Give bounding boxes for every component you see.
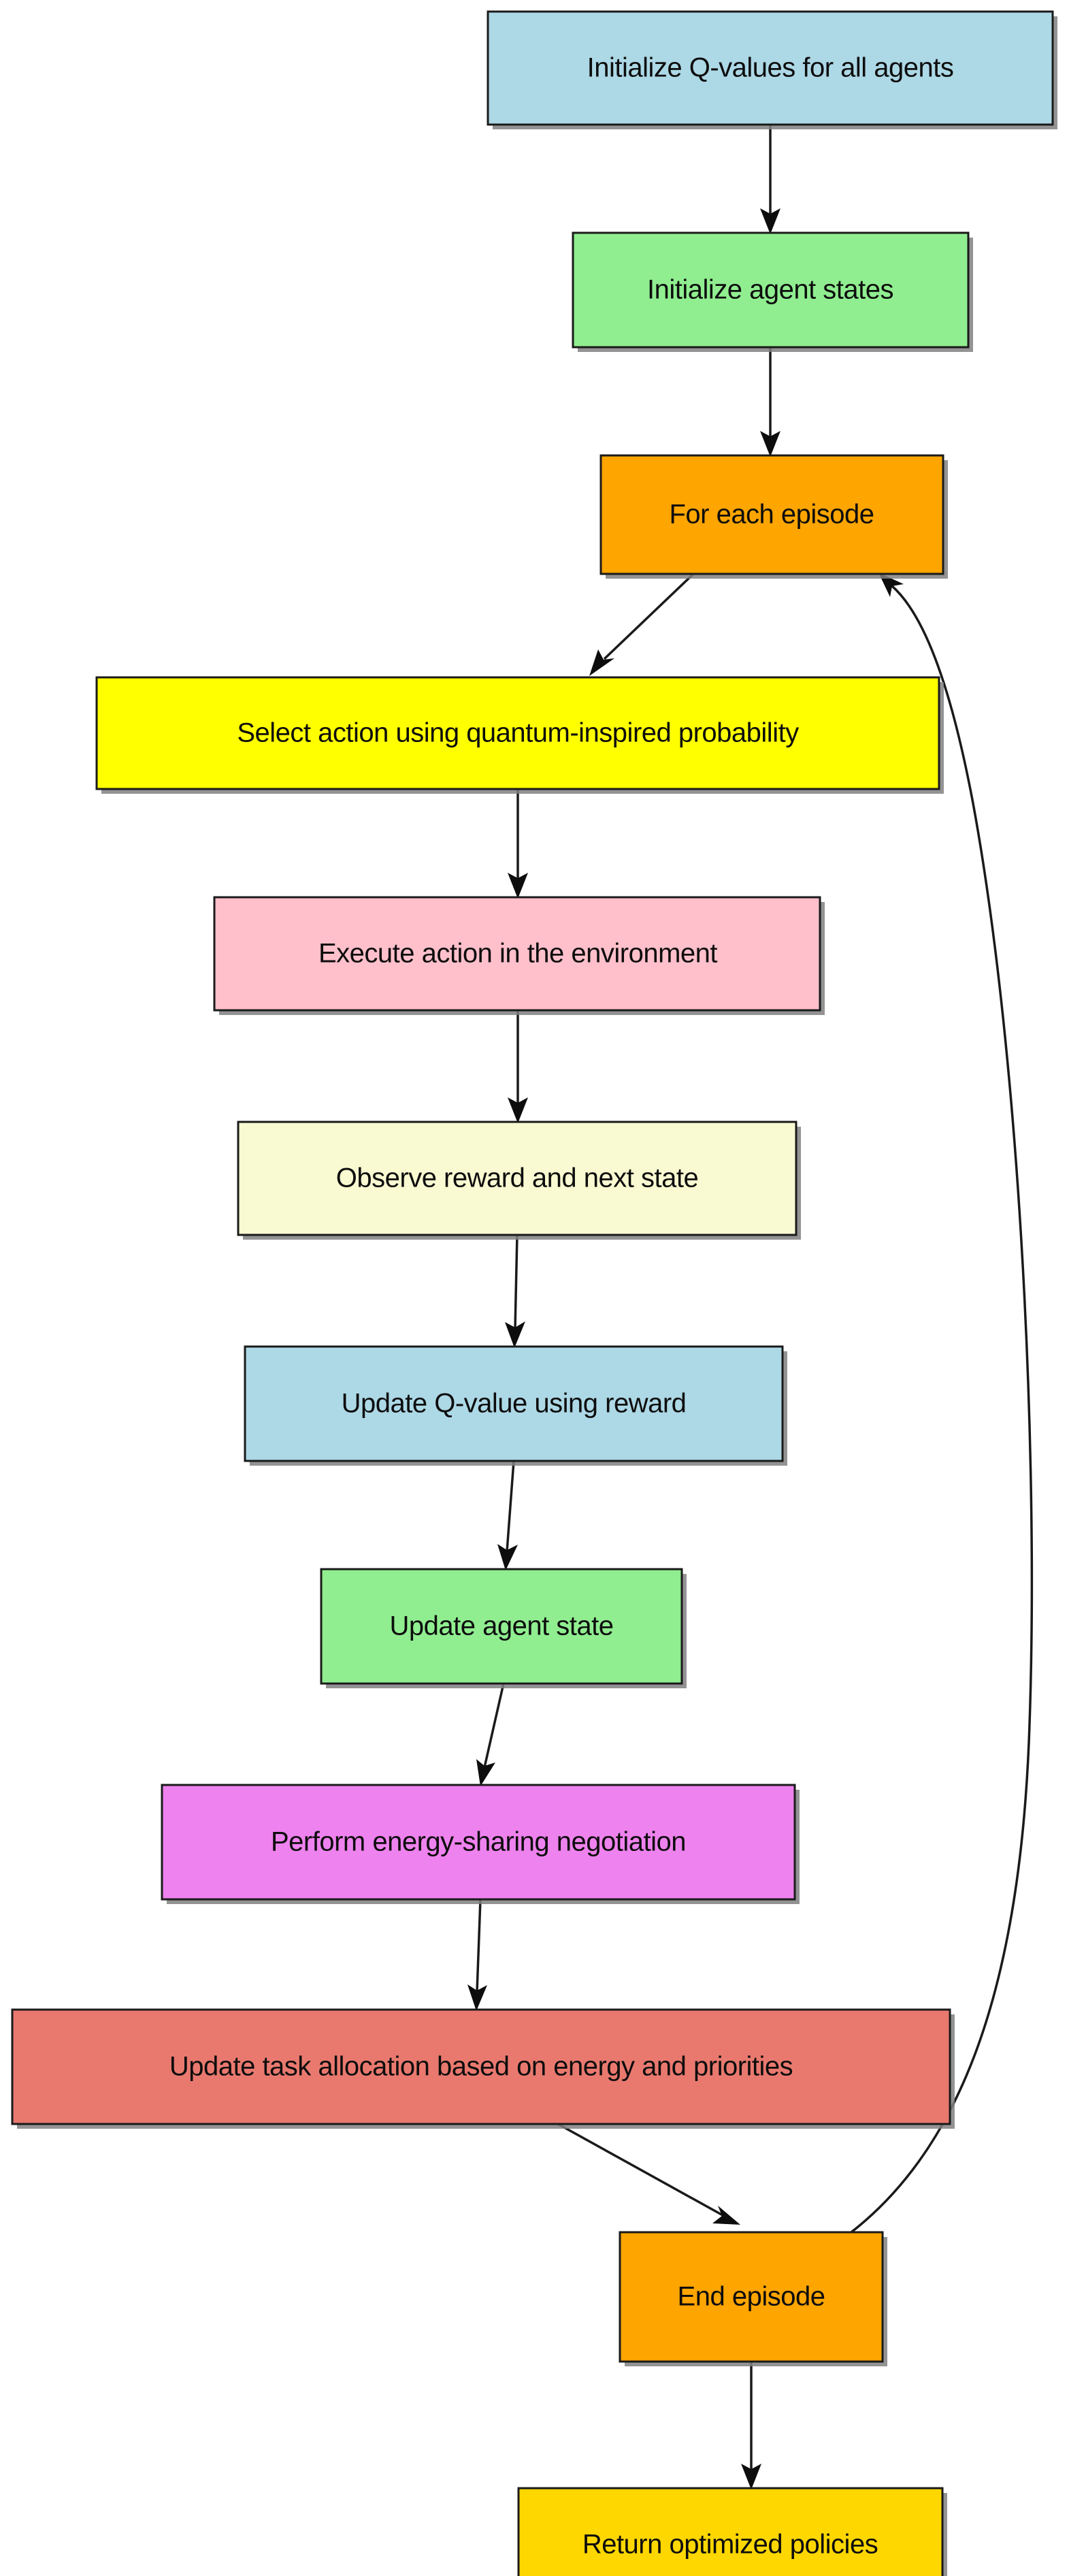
edge-select-action-to-execute-action (508, 789, 528, 899)
node-label: Execute action in the environment (318, 939, 717, 969)
nodes-layer: Initialize Q-values for all agents Initi… (11, 10, 1057, 2576)
node-label: Initialize agent states (647, 275, 893, 305)
node-label: Update task allocation based on energy a… (169, 2052, 793, 2082)
node-box (213, 896, 821, 1012)
node-initialize-qvalues-for-all-agents[interactable]: Initialize Q-values for all agents (487, 10, 1057, 129)
edge-for-each-episode-to-select-action (589, 573, 695, 676)
node-box (161, 1784, 796, 1901)
edge-observe-reward-to-update-qvalue (505, 1234, 525, 1348)
node-label: Perform energy-sharing negotiation (271, 1827, 686, 1857)
node-box (619, 2231, 884, 2363)
node-update-agent-state[interactable]: Update agent state (320, 1568, 687, 1688)
edge-initialize-agent-states-to-for-each-episode (760, 347, 780, 457)
node-box (320, 1568, 683, 1685)
node-return-optimized-policies[interactable]: Return optimized policies (517, 2487, 947, 2576)
edge-update-task-allocation-to-end-episode (557, 2123, 740, 2225)
node-for-each-episode[interactable]: For each episode (599, 454, 948, 579)
node-execute-action-in-the-environment[interactable]: Execute action in the environment (213, 896, 825, 1015)
node-box (11, 2008, 951, 2125)
node-perform-energy-sharing-negotiation[interactable]: Perform energy-sharing negotiation (161, 1784, 800, 1904)
node-update-task-allocation-based-on-energy-and-priorities[interactable]: Update task allocation based on energy a… (11, 2008, 955, 2129)
node-box (244, 1345, 784, 1462)
edge-end-episode-to-return-policies (741, 2362, 761, 2490)
node-box (95, 676, 940, 790)
node-box (572, 231, 970, 349)
node-box (237, 1121, 797, 1236)
node-label: Observe reward and next state (336, 1163, 698, 1193)
edge-perform-negotiation-to-update-task-allocation (467, 1899, 487, 2011)
node-box (599, 454, 944, 575)
node-label: Return optimized policies (582, 2530, 878, 2560)
edge-update-qvalue-to-update-agent-state (497, 1460, 518, 1571)
edge-end-episode-to-for-each-episode-feedback (850, 573, 1034, 2234)
node-label: For each episode (669, 500, 874, 530)
node-end-episode[interactable]: End episode (619, 2231, 887, 2366)
edge-execute-action-to-observe-reward (508, 1010, 528, 1123)
node-label: Initialize Q-values for all agents (587, 53, 954, 83)
node-box (517, 2487, 944, 2576)
node-box (487, 10, 1054, 126)
node-observe-reward-and-next-state[interactable]: Observe reward and next state (237, 1121, 801, 1240)
edges-layer (467, 125, 1034, 2490)
node-update-q-value-using-reward[interactable]: Update Q-value using reward (244, 1345, 787, 1466)
node-label: Select action using quantum-inspired pro… (237, 718, 799, 748)
edge-update-agent-state-to-perform-negotiation (476, 1683, 505, 1786)
node-initialize-agent-states[interactable]: Initialize agent states (572, 231, 973, 352)
node-select-action-using-quantum-inspired-probability[interactable]: Select action using quantum-inspired pro… (95, 676, 944, 794)
node-label: Update Q-value using reward (342, 1389, 687, 1419)
edge-initialize-qvalues-to-initialize-agent-states (760, 125, 780, 234)
node-label: End episode (678, 2282, 825, 2312)
node-label: Update agent state (389, 1611, 613, 1641)
